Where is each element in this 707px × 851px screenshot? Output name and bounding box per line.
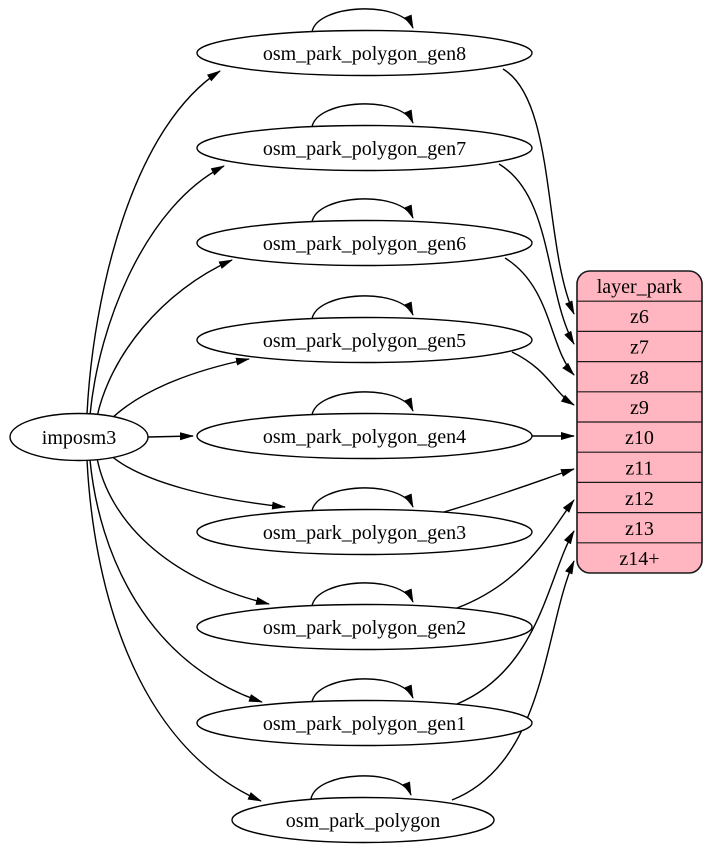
layer-park-row-z8: z8 bbox=[630, 367, 649, 389]
node-osm_park_polygon_gen7: osm_park_polygon_gen7 bbox=[196, 124, 533, 172]
layer-park-title: layer_park bbox=[597, 276, 683, 298]
edge-imposm3-to-gen6 bbox=[96, 259, 233, 418]
edge-gen8-to-z6 bbox=[502, 68, 575, 315]
gen8-ellipse bbox=[196, 29, 533, 77]
self-loop-polygon bbox=[310, 775, 412, 800]
edge-imposm3-to-gen8 bbox=[86, 70, 221, 415]
node-imposm3: imposm3 bbox=[9, 412, 149, 462]
layer-park-row-z6: z6 bbox=[630, 306, 649, 328]
gen8-label: osm_park_polygon_gen8 bbox=[263, 43, 466, 65]
edge-polygon-to-z14 bbox=[451, 560, 575, 801]
gen3-label: osm_park_polygon_gen3 bbox=[263, 522, 466, 544]
gen2-ellipse bbox=[196, 603, 533, 651]
edges-self-loops bbox=[310, 8, 414, 800]
edge-imposm3-to-gen3 bbox=[108, 453, 286, 510]
node-layer_park: layer_park z6 z7 z8 z9 z10 z11 z12 z13 z… bbox=[576, 270, 703, 574]
layer-park-row-z14plus: z14+ bbox=[619, 548, 659, 570]
layer-park-row-z10: z10 bbox=[625, 427, 654, 449]
edge-imposm3-to-gen5 bbox=[108, 357, 250, 422]
edge-gen1-to-z13 bbox=[456, 530, 575, 705]
gen6-label: osm_park_polygon_gen6 bbox=[263, 233, 466, 255]
gen4-label: osm_park_polygon_gen4 bbox=[263, 426, 466, 448]
gen1-ellipse bbox=[196, 699, 533, 747]
polygon-label: osm_park_polygon bbox=[286, 810, 440, 832]
gen7-label: osm_park_polygon_gen7 bbox=[263, 138, 466, 160]
polygon-ellipse bbox=[231, 796, 495, 844]
layer-park-row-z9: z9 bbox=[630, 397, 649, 419]
gen3-ellipse bbox=[196, 508, 533, 556]
self-loop-gen2 bbox=[311, 582, 414, 607]
self-loop-gen3 bbox=[311, 487, 414, 512]
layer-park-row-z7: z7 bbox=[630, 337, 649, 359]
edge-gen7-to-z7 bbox=[498, 163, 575, 345]
imposm3-ellipse bbox=[9, 412, 149, 462]
edge-gen2-to-z12 bbox=[456, 499, 575, 609]
node-osm_park_polygon_gen3: osm_park_polygon_gen3 bbox=[196, 508, 533, 556]
self-loop-gen5 bbox=[311, 295, 414, 320]
node-osm_park_polygon_gen4: osm_park_polygon_gen4 bbox=[196, 412, 533, 460]
layer-park-row-z11: z11 bbox=[625, 458, 653, 480]
edge-gen6-to-z8 bbox=[504, 257, 575, 376]
node-osm_park_polygon_gen8: osm_park_polygon_gen8 bbox=[196, 29, 533, 77]
gen1-label: osm_park_polygon_gen1 bbox=[263, 713, 466, 735]
node-osm_park_polygon_gen6: osm_park_polygon_gen6 bbox=[196, 219, 533, 267]
gen5-label: osm_park_polygon_gen5 bbox=[263, 330, 466, 352]
gen6-ellipse bbox=[196, 219, 533, 267]
self-loop-gen8 bbox=[311, 8, 414, 33]
layer-park-row-z13: z13 bbox=[625, 518, 654, 540]
edge-gen3-to-z11 bbox=[443, 468, 575, 513]
gen7-ellipse bbox=[196, 124, 533, 172]
edge-imposm3-to-polygon bbox=[86, 459, 262, 802]
edge-imposm3-to-gen7 bbox=[89, 165, 225, 416]
edge-imposm3-to-gen1 bbox=[89, 459, 263, 703]
gen5-ellipse bbox=[196, 316, 533, 364]
edge-imposm3-to-gen4 bbox=[147, 432, 194, 441]
gen2-label: osm_park_polygon_gen2 bbox=[263, 617, 466, 639]
self-loop-gen7 bbox=[311, 103, 414, 128]
self-loop-gen4 bbox=[311, 391, 414, 416]
edges-tables-to-layer bbox=[443, 68, 575, 801]
node-osm_park_polygon_gen5: osm_park_polygon_gen5 bbox=[196, 316, 533, 364]
edge-imposm3-to-gen2 bbox=[96, 457, 270, 605]
gen4-ellipse bbox=[196, 412, 533, 460]
layer-park-row-z12: z12 bbox=[625, 488, 654, 510]
edges-source-to-tables bbox=[86, 70, 286, 802]
layer-park-row-separators bbox=[577, 300, 702, 544]
edge-gen5-to-z9 bbox=[511, 351, 575, 406]
node-osm_park_polygon_gen2: osm_park_polygon_gen2 bbox=[196, 603, 533, 651]
node-osm_park_polygon_gen1: osm_park_polygon_gen1 bbox=[196, 699, 533, 747]
self-loop-gen6 bbox=[311, 198, 414, 223]
imposm3-label: imposm3 bbox=[42, 427, 116, 449]
self-loop-gen1 bbox=[311, 678, 414, 703]
node-osm_park_polygon: osm_park_polygon bbox=[231, 796, 495, 844]
